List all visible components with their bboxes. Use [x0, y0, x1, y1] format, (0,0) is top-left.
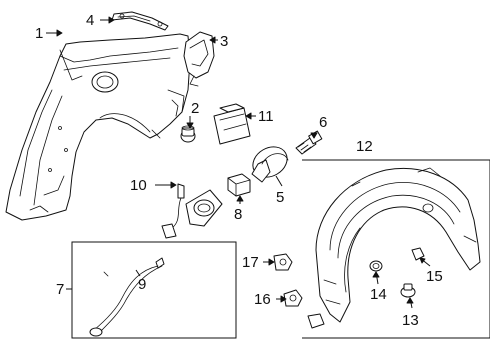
filler-housing — [185, 189, 223, 227]
callout-14: 14 — [370, 286, 387, 303]
tube — [89, 257, 165, 337]
cover — [213, 103, 251, 145]
brace — [111, 11, 169, 31]
callout-15: 15 — [426, 268, 443, 285]
callout-3: 3 — [220, 33, 228, 50]
callout-17: 17 — [242, 254, 259, 271]
bolt — [295, 130, 323, 155]
filler-pipe-group — [71, 241, 237, 339]
callout-12: 12 — [356, 138, 373, 155]
fuel-door — [251, 146, 289, 183]
retainer — [273, 253, 293, 271]
callout-1: 1 — [35, 25, 43, 42]
callout-16: 16 — [254, 291, 271, 308]
wheelhouse-liner — [315, 167, 481, 323]
fastener — [283, 289, 303, 307]
nut — [369, 260, 383, 272]
clip-retainer — [307, 313, 325, 329]
quarter-panel — [5, 33, 191, 221]
push-pin — [411, 247, 425, 261]
callout-7: 7 — [56, 281, 64, 298]
grommet-13 — [400, 283, 416, 298]
bracket — [183, 31, 215, 87]
grommet — [180, 125, 196, 143]
callout-13: 13 — [402, 312, 419, 329]
callout-9: 9 — [138, 276, 146, 293]
callout-2: 2 — [191, 100, 199, 117]
callout-labels: 1 4 3 2 11 6 12 10 5 8 17 9 7 15 14 16 1… — [35, 12, 443, 329]
callout-4: 4 — [86, 12, 94, 29]
sensor-wire — [161, 183, 185, 239]
clip — [227, 173, 251, 197]
callout-11: 11 — [258, 108, 274, 125]
callout-6: 6 — [319, 114, 327, 131]
callout-8: 8 — [234, 206, 242, 223]
wheelhouse-liner-group — [302, 159, 490, 339]
callout-5: 5 — [276, 189, 284, 206]
pointer-arrows — [56, 16, 426, 304]
callout-10: 10 — [130, 177, 147, 194]
